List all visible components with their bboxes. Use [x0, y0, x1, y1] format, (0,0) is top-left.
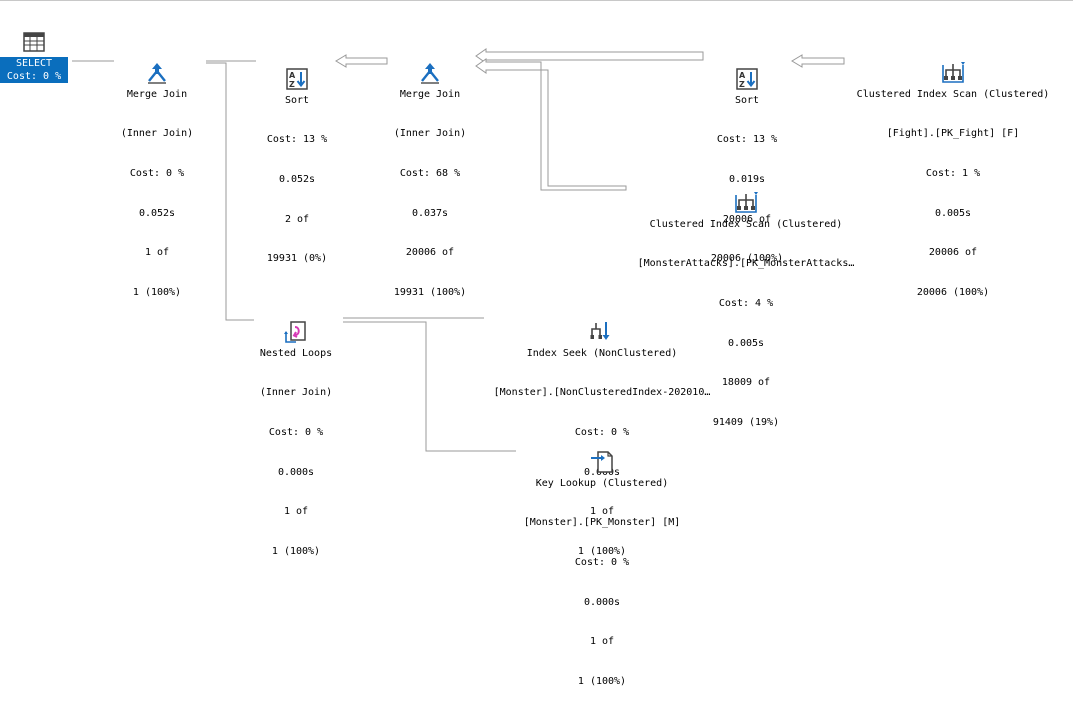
- merge-join-icon: [145, 34, 169, 84]
- merge-join-1-time: 0.052s: [138, 207, 176, 219]
- scan-fight-object: [Fight].[PK_Fight] [F]: [886, 128, 1020, 140]
- key-lookup-cost: Cost: 0 %: [574, 557, 630, 569]
- scan-monster-attacks-time: 0.005s: [727, 337, 765, 349]
- merge-join-1-rows-actual: 1 of: [144, 247, 170, 259]
- merge-join-1-operator[interactable]: Merge Join (Inner Join) Cost: 0 % 0.052s…: [107, 8, 207, 312]
- merge-join-2-time: 0.037s: [411, 207, 449, 219]
- svg-text:Z: Z: [739, 80, 745, 89]
- scan-monster-attacks-operator[interactable]: Clustered Index Scan (Clustered) [Monste…: [626, 138, 866, 442]
- key-lookup-rows-actual: 1 of: [589, 636, 615, 648]
- scan-fight-time: 0.005s: [934, 207, 972, 219]
- key-lookup-time: 0.000s: [583, 596, 621, 608]
- clustered-index-scan-icon: [734, 164, 758, 213]
- nested-loops-icon: [284, 293, 308, 343]
- nested-loops-time: 0.000s: [277, 466, 315, 478]
- sort-2-rows-actual: 20006 of: [722, 213, 772, 225]
- nested-loops-rows-estimated: 1 (100%): [271, 545, 321, 557]
- sort-1-cost: Cost: 13 %: [266, 134, 328, 146]
- nested-loops-type: (Inner Join): [259, 387, 333, 399]
- table-grid-icon: [22, 30, 46, 54]
- scan-monster-attacks-cost: Cost: 4 %: [718, 298, 774, 310]
- sort-1-time: 0.052s: [278, 174, 316, 186]
- top-border: [0, 0, 1073, 1]
- index-seek-name: Index Seek (NonClustered): [526, 347, 678, 359]
- key-lookup-operator[interactable]: Key Lookup (Clustered) [Monster].[PK_Mon…: [510, 397, 694, 701]
- merge-join-icon: [418, 34, 442, 84]
- sort-2-cost: Cost: 13 %: [716, 134, 778, 146]
- index-seek-cost: Cost: 0 %: [574, 427, 630, 439]
- scan-monster-attacks-rows-actual: 18009 of: [721, 377, 771, 389]
- select-label-highlight: SELECT Cost: 0 %: [0, 57, 68, 83]
- clustered-index-scan-icon: [941, 34, 965, 83]
- key-lookup-object: [Monster].[PK_Monster] [M]: [523, 517, 681, 529]
- svg-text:A: A: [739, 71, 746, 80]
- scan-fight-name: Clustered Index Scan (Clustered): [856, 88, 1050, 100]
- merge-join-2-operator[interactable]: Merge Join (Inner Join) Cost: 68 % 0.037…: [380, 8, 480, 312]
- index-seek-object: [Monster].[NonClusteredIndex-202010…: [493, 387, 711, 399]
- arrow-mergejoin2-to-sort1: [335, 54, 388, 68]
- sort-1-name: Sort: [284, 94, 310, 106]
- merge-join-1-type: (Inner Join): [120, 128, 194, 140]
- nested-loops-name: Nested Loops: [259, 347, 333, 359]
- nested-loops-operator[interactable]: Nested Loops (Inner Join) Cost: 0 % 0.00…: [248, 267, 344, 571]
- select-cost: Cost: 0 %: [6, 71, 62, 82]
- merge-join-2-name: Merge Join: [399, 88, 461, 100]
- scan-monster-attacks-object: [MonsterAttacks].[PK_MonsterAttacks…: [637, 258, 855, 270]
- select-operator[interactable]: SELECT Cost: 0 %: [0, 30, 68, 83]
- merge-join-1-cost: Cost: 0 %: [129, 168, 185, 180]
- sort-2-time: 0.019s: [728, 174, 766, 186]
- scan-fight-operator[interactable]: Clustered Index Scan (Clustered) [Fight]…: [844, 8, 1062, 312]
- arrow-nestedloops-to-mergejoin1: [206, 62, 254, 321]
- merge-join-1-rows-estimated: 1 (100%): [132, 286, 182, 298]
- index-seek-icon: [590, 293, 614, 340]
- sort-1-rows-actual: 2 of: [284, 213, 310, 225]
- select-name: SELECT: [15, 58, 53, 69]
- sort-2-name: Sort: [734, 94, 760, 106]
- key-lookup-icon: [590, 423, 614, 473]
- key-lookup-name: Key Lookup (Clustered): [535, 477, 669, 489]
- scan-fight-rows-actual: 20006 of: [928, 247, 978, 259]
- merge-join-1-name: Merge Join: [126, 88, 188, 100]
- scan-monster-attacks-name: Clustered Index Scan (Clustered): [649, 218, 843, 230]
- merge-join-2-type: (Inner Join): [393, 128, 467, 140]
- merge-join-2-cost: Cost: 68 %: [399, 168, 461, 180]
- sort-1-rows-estimated: 19931 (0%): [266, 253, 328, 265]
- scan-fight-rows-estimated: 20006 (100%): [916, 286, 990, 298]
- sort-2-rows-estimated: 20006 (100%): [710, 253, 784, 265]
- scan-monster-attacks-rows-estimated: 91409 (19%): [712, 416, 780, 428]
- arrow-keylookup-to-nestedloops: [343, 321, 516, 452]
- scan-fight-cost: Cost: 1 %: [925, 168, 981, 180]
- nested-loops-rows-actual: 1 of: [283, 506, 309, 518]
- arrow-sort2-to-mergejoin2: [475, 48, 704, 64]
- arrow-scanmonsterattacks-to-mergejoin2: [475, 58, 627, 191]
- merge-join-2-rows-actual: 20006 of: [405, 247, 455, 259]
- key-lookup-rows-estimated: 1 (100%): [577, 675, 627, 687]
- merge-join-2-rows-estimated: 19931 (100%): [393, 286, 467, 298]
- svg-text:Z: Z: [289, 80, 295, 89]
- arrow-scanfight-to-sort2: [791, 54, 845, 68]
- nested-loops-cost: Cost: 0 %: [268, 427, 324, 439]
- svg-text:A: A: [289, 71, 296, 80]
- plan-connectors: [72, 48, 845, 452]
